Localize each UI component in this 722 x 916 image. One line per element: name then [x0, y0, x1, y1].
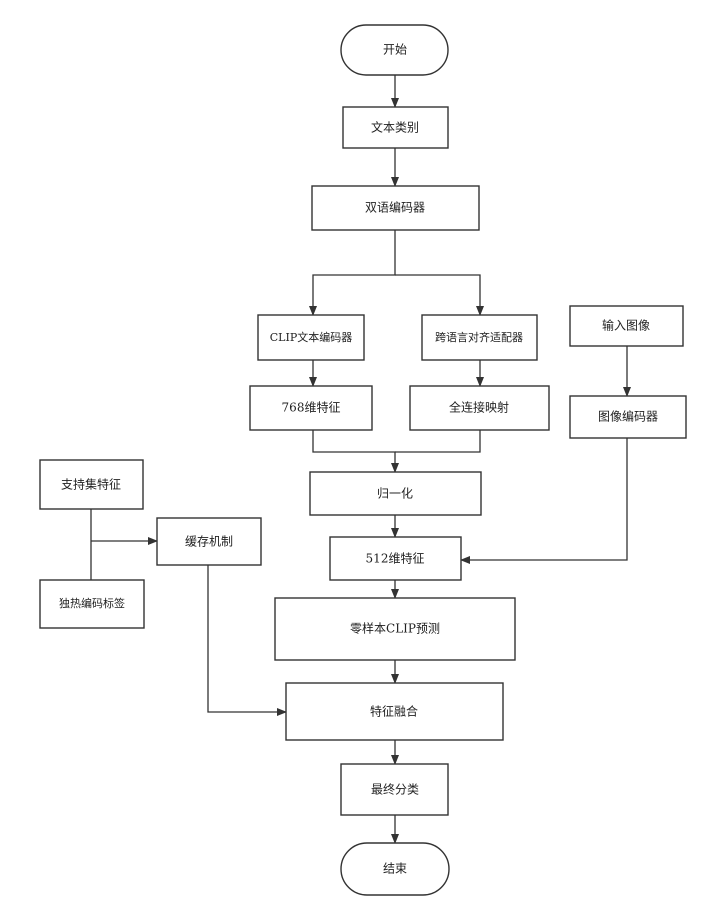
node-full-connection-map: 全连接映射	[410, 386, 549, 430]
edge-text-encoder-to-adapter	[395, 275, 480, 315]
node-image-encoder-label: 图像编码器	[598, 409, 658, 424]
node-normalize: 归一化	[310, 472, 481, 515]
node-zero-shot-clip-label: 零样本CLIP预测	[350, 621, 440, 636]
node-support-features-label: 支持集特征	[61, 477, 121, 492]
node-text-encoder-label: 双语编码器	[365, 200, 425, 215]
node-cross-lingual-adapter-label: 跨语言对齐适配器	[435, 330, 523, 344]
node-text-input-label: 文本类别	[371, 120, 419, 135]
edge-768-to-normalize	[313, 430, 395, 472]
node-input-image-label: 输入图像	[602, 318, 650, 333]
node-feat-768: 768维特征	[250, 386, 372, 430]
node-feat-512-label: 512维特征	[366, 551, 425, 566]
node-clip-text-encoder-label: CLIP文本编码器	[270, 330, 352, 344]
node-input-image: 输入图像	[570, 306, 683, 346]
node-image-encoder: 图像编码器	[570, 396, 686, 438]
node-full-connection-map-label: 全连接映射	[449, 400, 509, 415]
node-zero-shot-clip: 零样本CLIP预测	[275, 598, 515, 660]
edge-image-encoder-to-512	[461, 438, 627, 560]
edge-fcmap-to-normalize	[395, 430, 480, 452]
node-start: 开始	[341, 25, 448, 75]
node-onehot-labels-label: 独热编码标签	[59, 596, 125, 610]
node-final-classification-label: 最终分类	[371, 782, 419, 797]
node-feat-768-label: 768维特征	[282, 400, 341, 415]
node-onehot-labels: 独热编码标签	[40, 580, 144, 628]
node-feat-512: 512维特征	[330, 537, 461, 580]
node-feature-fusion: 特征融合	[286, 683, 503, 740]
node-start-label: 开始	[383, 43, 407, 57]
edge-cache-to-fusion	[208, 565, 286, 712]
node-text-input: 文本类别	[343, 107, 448, 148]
node-text-encoder: 双语编码器	[312, 186, 479, 230]
node-feature-fusion-label: 特征融合	[370, 704, 418, 719]
node-end: 结束	[341, 843, 449, 895]
node-normalize-label: 归一化	[377, 487, 413, 501]
node-cache-mechanism: 缓存机制	[157, 518, 261, 565]
edge-text-encoder-split	[313, 230, 395, 315]
node-final-classification: 最终分类	[341, 764, 448, 815]
node-end-label: 结束	[383, 862, 407, 876]
node-clip-text-encoder: CLIP文本编码器	[258, 315, 364, 360]
node-cross-lingual-adapter: 跨语言对齐适配器	[422, 315, 537, 360]
node-support-features: 支持集特征	[40, 460, 143, 509]
node-cache-mechanism-label: 缓存机制	[185, 535, 233, 549]
